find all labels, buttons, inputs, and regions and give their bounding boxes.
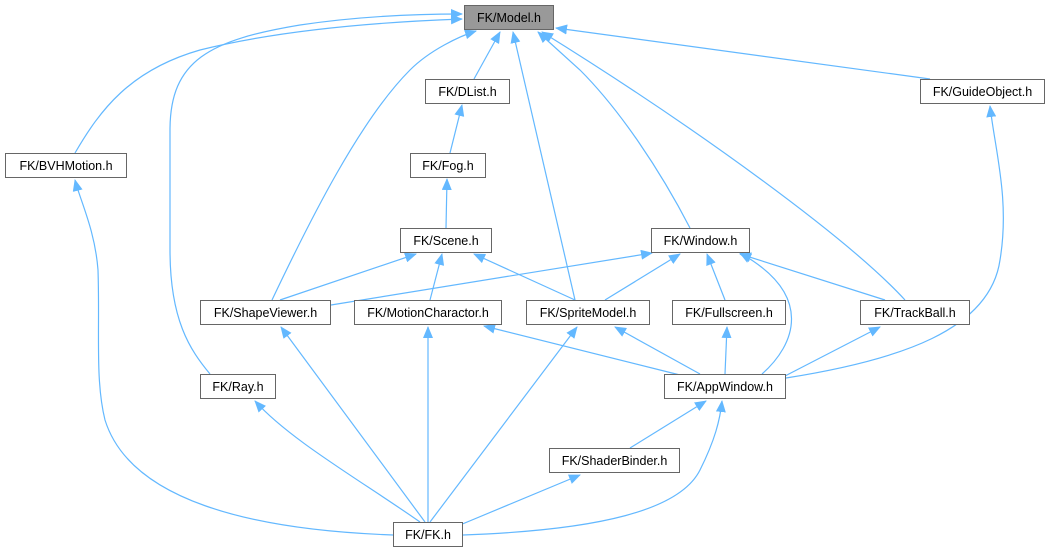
edge-trackball-to-window [739,252,886,301]
edge-dlist-to-model [473,31,501,80]
edge-spritemodel-to-model [510,31,576,301]
edge-fk-to-bvhmotion [72,179,394,536]
node-trackball[interactable]: FK/TrackBall.h [860,300,970,325]
node-shaderbinder[interactable]: FK/ShaderBinder.h [549,448,680,473]
node-ray[interactable]: FK/Ray.h [200,374,276,399]
edge-window-to-model [537,31,691,229]
node-guideobject[interactable]: FK/GuideObject.h [920,79,1045,104]
node-fk[interactable]: FK/FK.h [393,522,463,547]
edge-appwindow-to-motioncharactor [483,323,681,376]
edge-appwindow-to-window [739,252,793,375]
edge-fk-to-spritemodel [429,326,578,523]
edge-spritemodel-to-scene [473,253,576,301]
edge-motioncharactor-to-scene [429,253,445,301]
edge-spritemodel-to-window [604,253,681,301]
node-scene[interactable]: FK/Scene.h [400,228,492,253]
node-bvhmotion[interactable]: FK/BVHMotion.h [5,153,127,178]
edge-ray-to-model [169,9,463,375]
node-fullscreen[interactable]: FK/Fullscreen.h [672,300,786,325]
edge-fk-to-appwindow [462,400,726,536]
edge-shapeviewer-to-window [330,249,653,306]
edge-bvhmotion-to-model [74,14,463,154]
node-window[interactable]: FK/Window.h [651,228,750,253]
node-motioncharactor[interactable]: FK/MotionCharactor.h [354,300,502,325]
edge-fullscreen-to-window [706,253,726,301]
edge-fk-to-shaderbinder [459,474,581,526]
node-appwindow[interactable]: FK/AppWindow.h [664,374,786,399]
edge-trackball-to-model [541,31,906,301]
node-model[interactable]: FK/Model.h [464,5,554,30]
node-dlist[interactable]: FK/DList.h [425,79,510,104]
edge-appwindow-to-trackball [784,326,881,377]
edge-shaderbinder-to-appwindow [629,400,707,449]
edge-appwindow-to-guideobject [785,105,1004,379]
node-fog[interactable]: FK/Fog.h [410,153,486,178]
edge-shapeviewer-to-model [271,29,477,301]
edge-fk-to-shapeviewer [280,326,426,523]
edge-shapeviewer-to-scene [279,252,417,301]
edge-appwindow-to-fullscreen [721,326,732,375]
edge-fog-to-dlist [449,104,465,154]
edge-appwindow-to-spritemodel [614,326,701,375]
edge-guideobject-to-model [555,24,931,80]
edge-scene-to-fog [441,178,452,229]
edge-fk-to-ray [254,400,421,523]
node-spritemodel[interactable]: FK/SpriteModel.h [526,300,650,325]
node-shapeviewer[interactable]: FK/ShapeViewer.h [200,300,331,325]
